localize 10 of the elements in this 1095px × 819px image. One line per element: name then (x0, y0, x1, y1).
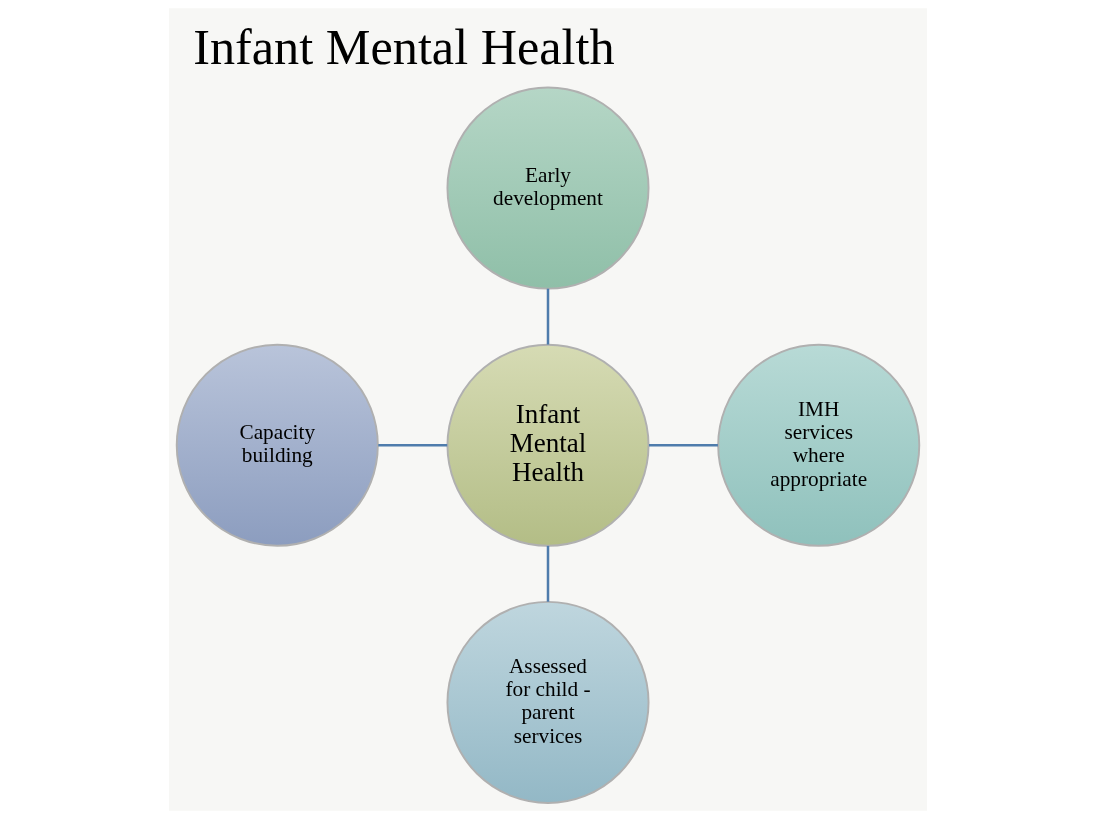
diagram-title: Infant Mental Health (192, 18, 615, 75)
node-circle: Infant Mental Health (446, 343, 649, 547)
connector (546, 288, 549, 345)
node-circle: IMH services where appropriate (716, 343, 920, 547)
connector (648, 444, 718, 447)
connector (377, 444, 447, 447)
node-circle: Assessed for child - parent services (446, 600, 649, 804)
node-circle: Capacity building (175, 343, 379, 547)
connector (546, 545, 549, 602)
node-circle: Early development (446, 86, 649, 290)
